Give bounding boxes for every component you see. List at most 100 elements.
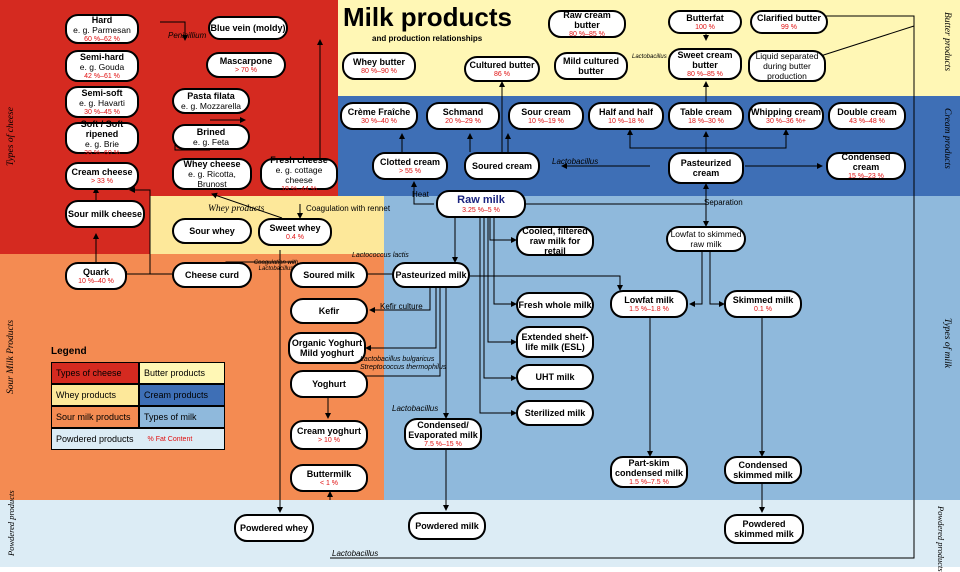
node-example: e. g. Parmesan <box>73 24 131 35</box>
diagram-title: Milk products <box>343 2 513 32</box>
node-name: Cream cheese <box>71 166 133 177</box>
node-fat: 80 %–85 % <box>687 70 723 78</box>
node-sterilized-milk[interactable]: Sterilized milk <box>516 400 594 426</box>
node-name: Buttermilk <box>306 468 352 479</box>
node-soured-milk[interactable]: Soured milk <box>290 262 368 288</box>
node-blue-vein[interactable]: Blue vein (moldy) <box>208 16 288 40</box>
node-example: e. g. Brie <box>84 138 120 149</box>
node-liquid-separated[interactable]: Liquid separated during butter productio… <box>748 50 826 82</box>
powdered-products-right-label: Powdered products <box>936 506 946 572</box>
edge-label-lacto-bulgaricus: Lactobacillus bulgaricus <box>360 356 435 363</box>
node-sour-milk-cheese[interactable]: Sour milk cheese <box>65 200 145 228</box>
whey-products-label: Whey products <box>208 204 265 214</box>
edge-label-lactococcus: Lactococcus lactis <box>352 252 409 259</box>
node-organic-yoghurt[interactable]: Organic Yoghurt Mild yoghurt <box>288 332 366 364</box>
node-fresh-whole-milk[interactable]: Fresh whole milk <box>516 292 594 318</box>
node-cooled-milk[interactable]: Cooled, filtered raw milk for retail <box>516 226 594 256</box>
node-fat: 18 %–44 % <box>281 185 317 193</box>
node-name: Double cream <box>837 106 897 117</box>
node-clotted-cream[interactable]: Clotted cream> 55 % <box>372 152 448 180</box>
node-fat: 1.5 %–7.5 % <box>629 478 669 486</box>
node-pasteurized-milk[interactable]: Pasteurized milk <box>392 262 470 288</box>
node-name: Sweet whey <box>269 222 321 233</box>
node-fat: 80 %–90 % <box>361 67 397 75</box>
legend-powder-row: Powdered products % Fat Content <box>51 428 225 450</box>
node-cream-yoghurt[interactable]: Cream yoghurt> 10 % <box>290 420 368 450</box>
node-fat: 38 %–60 % <box>84 149 120 157</box>
node-powdered-milk[interactable]: Powdered milk <box>408 512 486 540</box>
node-name: Hard <box>91 14 113 25</box>
node-fat: 18 %–30 % <box>688 117 724 125</box>
node-name: Table cream <box>680 106 732 117</box>
node-buttermilk[interactable]: Buttermilk< 1 % <box>290 464 368 492</box>
node-name: Quark <box>82 266 109 277</box>
node-name: Mascarpone <box>219 55 273 66</box>
node-uht-milk[interactable]: UHT milk <box>516 364 594 390</box>
edge-label-lactobacillus-butter: Lactobacillus <box>632 54 667 60</box>
node-name: Condensed skimmed milk <box>733 460 793 480</box>
node-soured-cream[interactable]: Soured cream <box>464 152 540 180</box>
node-cream-cheese[interactable]: Cream cheese> 33 % <box>65 162 139 190</box>
legend-milk: Types of milk <box>139 406 225 428</box>
node-sour-whey[interactable]: Sour whey <box>172 218 252 244</box>
node-name: Whey butter <box>352 56 405 67</box>
node-powdered-skimmed[interactable]: Powdered skimmed milk <box>724 514 804 544</box>
node-name: Cooled, filtered raw milk for retail <box>522 226 588 256</box>
node-fat: 43 %–48 % <box>849 117 885 125</box>
node-fat: 0.1 % <box>754 305 772 313</box>
node-esl-milk[interactable]: Extended shelf-life milk (ESL) <box>516 326 594 358</box>
edge-label-coagulation-rennet: Coagulation with rennet <box>306 204 391 213</box>
node-name: Sour cream <box>521 106 571 117</box>
node-mascarpone[interactable]: Mascarpone> 70 % <box>206 52 286 78</box>
node-condensed-skimmed[interactable]: Condensed skimmed milk <box>724 456 802 484</box>
node-cheese-curd[interactable]: Cheese curd <box>172 262 252 288</box>
node-fat: 100 % <box>695 23 715 31</box>
node-kefir[interactable]: Kefir <box>290 298 368 324</box>
legend-whey: Whey products <box>51 384 139 406</box>
edge-label-lactobacillus-bottom: Lactobacillus <box>332 549 379 558</box>
node-lowfat-skimmed-raw[interactable]: Lowfat to skimmed raw milk <box>666 226 746 252</box>
legend-sour: Sour milk products <box>51 406 139 428</box>
edge-label-streptococcus: Streptococcus thermophilus <box>360 364 447 371</box>
node-fat: < 1 % <box>319 479 339 487</box>
node-mild-cultured-butter[interactable]: Mild cultured butter <box>554 52 628 80</box>
node-yoghurt[interactable]: Yoghurt <box>290 370 368 398</box>
edge-label-kefir-culture: Kefir culture <box>380 302 423 311</box>
legend-fat-content: % Fat Content <box>147 435 193 443</box>
node-fat: 86 % <box>494 70 510 78</box>
node-pasteurized-cream[interactable]: Pasteurized cream <box>668 152 744 184</box>
edge-label-lactobacillus-yoghurt: Lactobacillus <box>392 404 439 413</box>
node-fat: 0.4 % <box>286 233 304 241</box>
node-powdered-whey[interactable]: Powdered whey <box>234 514 314 542</box>
